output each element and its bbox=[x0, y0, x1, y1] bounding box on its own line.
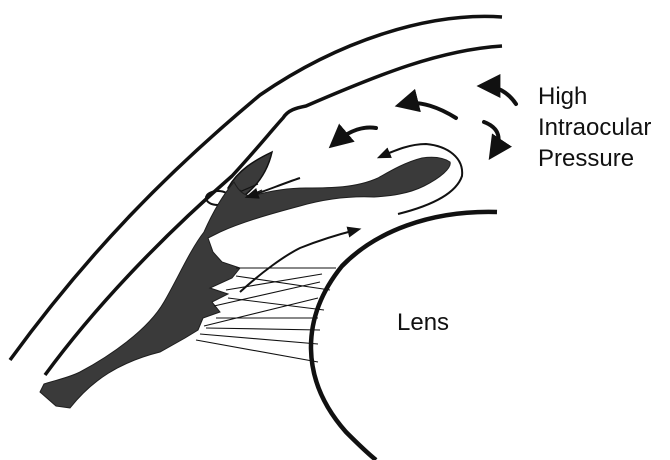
pressure-label-line3: Pressure bbox=[538, 145, 634, 172]
pressure-arrow-3 bbox=[486, 86, 516, 104]
pressure-arrows bbox=[336, 86, 516, 152]
lens-label: Lens bbox=[397, 309, 449, 336]
iris-ciliary-body bbox=[40, 157, 450, 408]
pressure-arrow-4 bbox=[484, 122, 499, 152]
pressure-label-line2: Intraocular bbox=[538, 114, 651, 141]
pressure-arrow-1 bbox=[336, 128, 376, 142]
flow-arrow-lens-to-iris bbox=[240, 230, 356, 292]
pressure-arrow-2 bbox=[404, 103, 456, 118]
pressure-label-line1: High bbox=[538, 83, 587, 110]
